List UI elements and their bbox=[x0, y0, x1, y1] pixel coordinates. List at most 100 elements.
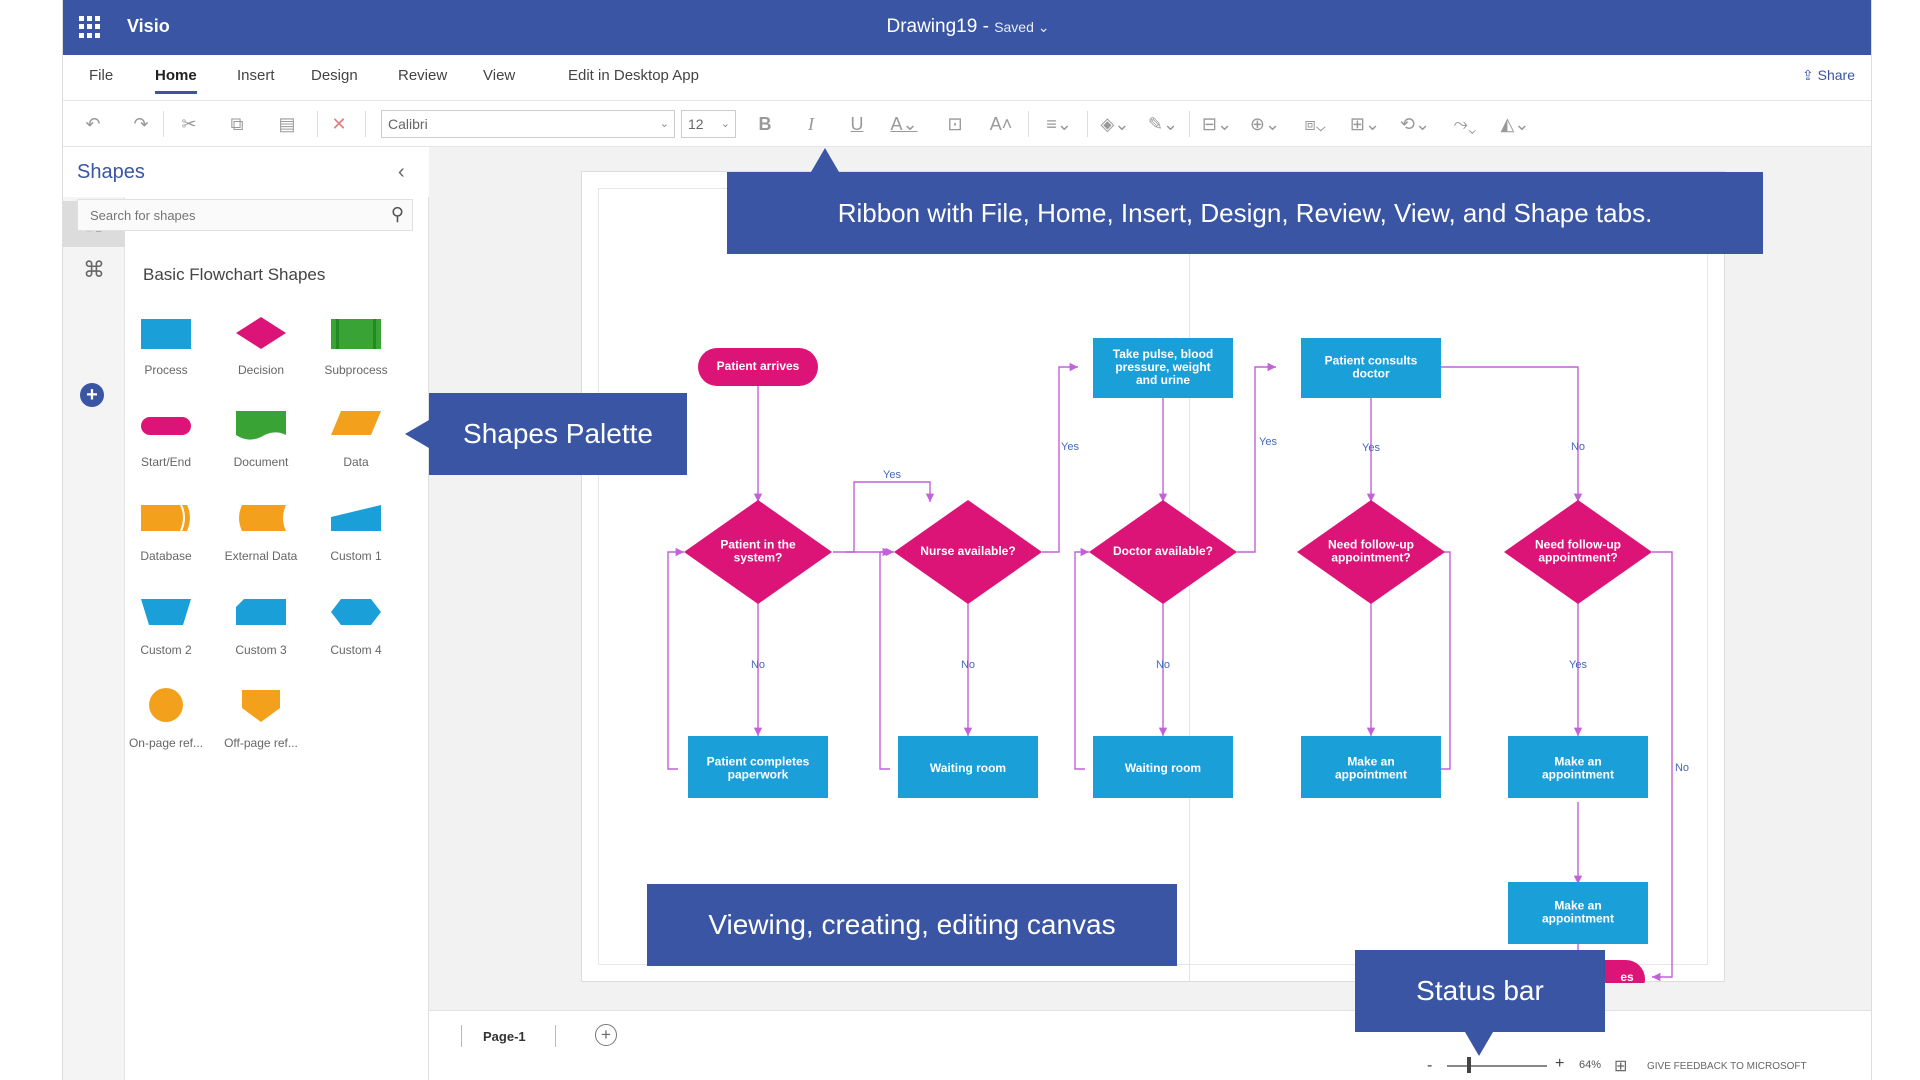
delete-icon[interactable]: ✕ bbox=[331, 114, 347, 134]
line-color-icon[interactable]: ✎⌄ bbox=[1147, 114, 1179, 134]
tab-design[interactable]: Design bbox=[311, 67, 358, 84]
copy-icon[interactable]: ⧉ bbox=[230, 114, 244, 134]
paste-icon[interactable]: ▤ bbox=[278, 114, 296, 134]
shape-label: On-page ref... bbox=[128, 736, 204, 750]
undo-icon[interactable]: ↶ bbox=[85, 114, 101, 134]
document-name[interactable]: Drawing19 bbox=[886, 16, 978, 37]
redo-icon[interactable]: ↷ bbox=[133, 114, 149, 134]
decision-diamond[interactable] bbox=[684, 500, 832, 604]
fill-icon[interactable]: ◈⌄ bbox=[1100, 114, 1130, 134]
tab-home[interactable]: Home bbox=[155, 67, 197, 94]
add-page-icon[interactable]: + bbox=[595, 1024, 617, 1046]
decision-diamond[interactable] bbox=[1089, 500, 1237, 604]
search-icon[interactable]: ⚲ bbox=[390, 204, 404, 224]
process-box[interactable] bbox=[1508, 882, 1648, 944]
paperwork-loop-connector[interactable] bbox=[667, 547, 684, 770]
title-separator: - bbox=[982, 16, 989, 37]
doctor-yes-connector[interactable] bbox=[1237, 362, 1276, 553]
decision-diamond[interactable] bbox=[894, 500, 1042, 604]
shape-data-shape[interactable]: Data bbox=[310, 399, 402, 489]
edge-label-no: No bbox=[1156, 659, 1170, 671]
tab-view[interactable]: View bbox=[483, 67, 516, 84]
process-box[interactable] bbox=[1093, 338, 1233, 398]
shape-external-data-shape[interactable]: External Data bbox=[215, 493, 307, 583]
decision-diamond[interactable] bbox=[1297, 500, 1445, 604]
process-box[interactable] bbox=[1301, 338, 1441, 398]
arrange-icon[interactable]: ⊕⌄ bbox=[1249, 114, 1281, 134]
shape-search-box[interactable]: ⚲ bbox=[77, 199, 413, 231]
shape-start-end-shape[interactable]: Start/End bbox=[120, 399, 212, 489]
tab-file[interactable]: File bbox=[89, 67, 114, 84]
align-icon[interactable]: ≡⌄ bbox=[1046, 114, 1072, 134]
shape-search-input[interactable] bbox=[78, 200, 358, 230]
collapse-panel-icon[interactable]: ‹ bbox=[398, 161, 405, 183]
chevron-down-icon[interactable]: ⌄ bbox=[1033, 19, 1050, 35]
shape-on-page-ref-shape[interactable]: On-page ref... bbox=[120, 680, 212, 770]
decision-diamond[interactable] bbox=[1504, 500, 1652, 604]
start-terminator[interactable] bbox=[698, 348, 818, 386]
waiting-loop-connector[interactable] bbox=[879, 547, 894, 770]
app-name[interactable]: Visio bbox=[127, 16, 170, 36]
save-status[interactable]: Saved bbox=[994, 19, 1034, 35]
underline-icon[interactable]: U bbox=[850, 114, 864, 134]
position-icon[interactable]: ⊟⌄ bbox=[1201, 114, 1233, 134]
shape-process-shape[interactable]: Process bbox=[120, 307, 212, 397]
cut-icon[interactable]: ✂ bbox=[181, 114, 197, 134]
external-data-shape-icon bbox=[239, 505, 286, 531]
consult-no-connector[interactable] bbox=[1427, 366, 1583, 502]
process-box[interactable] bbox=[1508, 736, 1648, 798]
statusbar-callout-text: Status bar bbox=[1416, 975, 1544, 1006]
connector-icon[interactable]: ⤳⌄ bbox=[1453, 114, 1477, 134]
shape-off-page-ref-shape[interactable]: Off-page ref... bbox=[215, 680, 307, 770]
tab-edit-desktop[interactable]: Edit in Desktop App bbox=[568, 67, 699, 84]
share-button[interactable]: ⇪ Share bbox=[1802, 67, 1855, 84]
zoom-percentage[interactable]: 64% bbox=[1579, 1059, 1602, 1071]
zoom-slider-track[interactable] bbox=[1447, 1065, 1547, 1067]
group-icon[interactable]: ⊞⌄ bbox=[1349, 114, 1381, 134]
grow-font-icon[interactable]: A˄ bbox=[989, 114, 1013, 134]
process-box[interactable] bbox=[1301, 736, 1441, 798]
shape-decision-shape[interactable]: Decision bbox=[215, 307, 307, 397]
font-size-value: 12 bbox=[688, 116, 704, 132]
tab-insert[interactable]: Insert bbox=[237, 67, 275, 84]
font-color-icon[interactable]: A⌄ bbox=[890, 114, 918, 134]
font-size-select[interactable]: 12⌄ bbox=[681, 110, 736, 138]
bring-forward-icon[interactable]: ⧈⌄ bbox=[1304, 114, 1326, 134]
zoom-slider-thumb[interactable] bbox=[1467, 1057, 1471, 1073]
nurse-yes-connector[interactable] bbox=[1042, 362, 1078, 553]
page-tab[interactable]: Page-1 bbox=[483, 1029, 526, 1044]
followup-no-connector[interactable] bbox=[1652, 551, 1673, 982]
zoom-in-button[interactable]: + bbox=[1555, 1055, 1565, 1072]
app-launcher-icon[interactable] bbox=[79, 16, 101, 38]
decision1-to-nurse-connector[interactable] bbox=[833, 481, 935, 553]
bold-icon[interactable]: B bbox=[758, 114, 772, 134]
add-stencil-icon[interactable]: + bbox=[80, 383, 104, 407]
callout-stencil-icon[interactable]: ⌘ bbox=[83, 257, 105, 282]
rotate-icon[interactable]: ⟲⌄ bbox=[1399, 114, 1431, 134]
process-box[interactable] bbox=[688, 736, 828, 798]
tab-review[interactable]: Review bbox=[398, 67, 448, 84]
shape-database-shape[interactable]: Database bbox=[120, 493, 212, 583]
font-name-select[interactable]: Calibri⌄ bbox=[381, 110, 675, 138]
zoom-out-button[interactable]: - bbox=[1427, 1057, 1433, 1074]
shape-custom2-shape[interactable]: Custom 2 bbox=[120, 587, 212, 677]
style-icon[interactable]: ◭⌄ bbox=[1500, 114, 1530, 134]
shape-document-shape[interactable]: Document bbox=[215, 399, 307, 489]
shape-custom4-shape[interactable]: Custom 4 bbox=[310, 587, 402, 677]
text-box-icon[interactable]: ⊡ bbox=[947, 114, 963, 134]
waiting-loop-connector[interactable] bbox=[1074, 547, 1089, 770]
shape-label: Decision bbox=[237, 363, 285, 377]
document-title[interactable]: Drawing19 - Saved ⌄ bbox=[63, 16, 1871, 38]
italic-icon[interactable]: I bbox=[808, 114, 814, 134]
shape-custom3-shape[interactable]: Custom 3 bbox=[215, 587, 307, 677]
shape-subprocess-shape[interactable]: Subprocess bbox=[310, 307, 402, 397]
process-box[interactable] bbox=[898, 736, 1038, 798]
feedback-link[interactable]: GIVE FEEDBACK TO MICROSOFT bbox=[1647, 1061, 1807, 1072]
process-box[interactable] bbox=[1093, 736, 1233, 798]
shape-custom1-shape[interactable]: Custom 1 bbox=[310, 493, 402, 583]
decision-label: Nurse available? bbox=[920, 544, 1015, 558]
fit-page-icon[interactable]: ⊞ bbox=[1614, 1058, 1628, 1075]
